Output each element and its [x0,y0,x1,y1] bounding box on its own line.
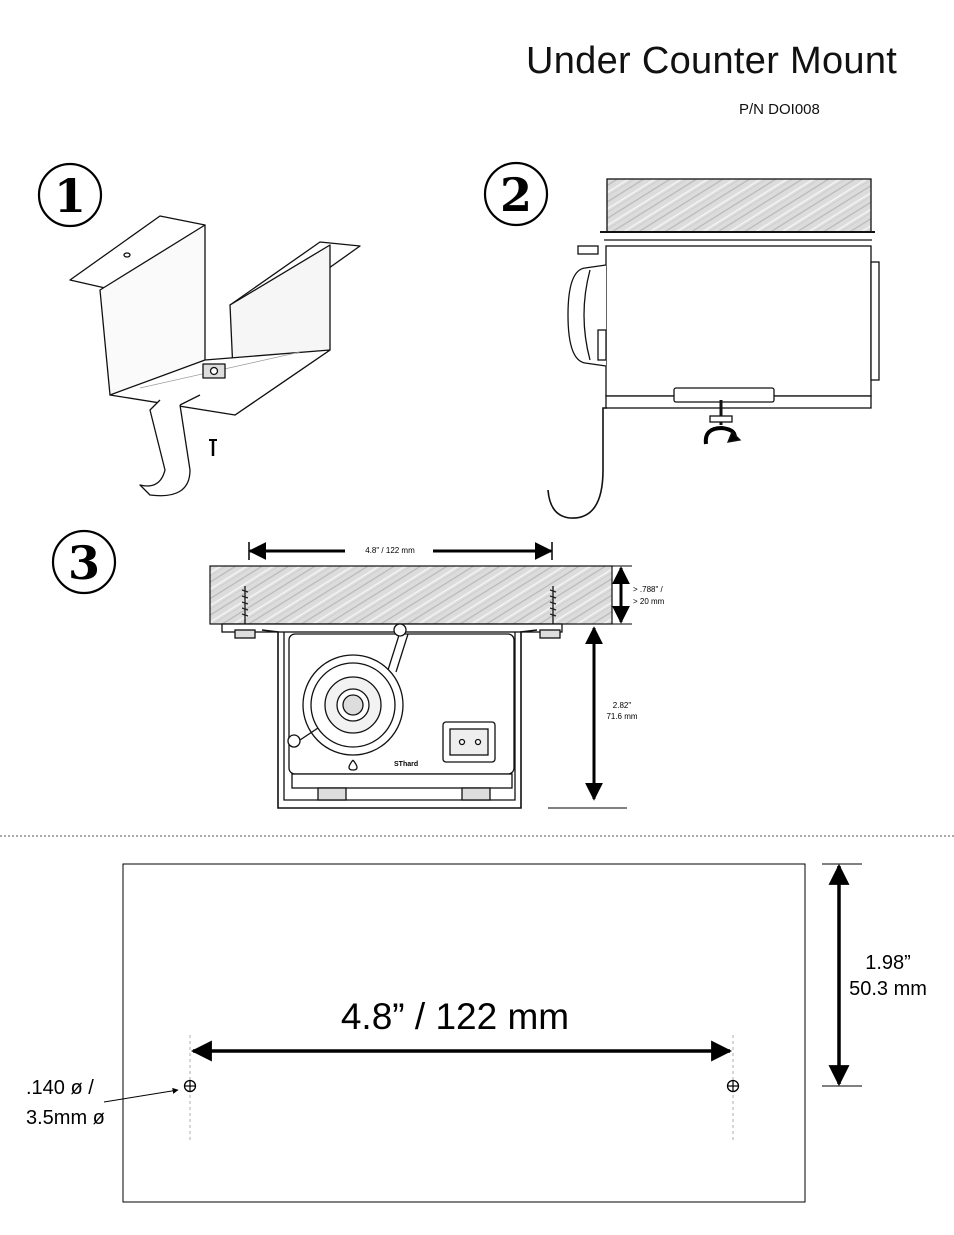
counter-section [209,565,613,625]
template-border [122,863,806,1203]
hole-size-line2: 3.5mm ø [26,1107,105,1129]
template-height-line2: 50.3 mm [849,978,927,1000]
step-3-thickness-line2: > 20 mm [633,597,665,606]
step-2-number: 2 [500,168,532,222]
step-1: 1 [37,162,361,497]
hole-leader-line [103,1087,179,1103]
step-2: 2 [483,161,880,519]
hole-size-line1: .140 ø / [26,1077,94,1099]
drill-hole-left [183,1079,197,1093]
step-2-circle [483,161,549,227]
drill-hole-right [726,1079,740,1093]
step-3: 3 4.8" / 122 mm > .788" / > 20 mm [51,529,665,809]
step-3-circle [51,529,117,595]
counter-top [606,178,872,233]
template-height-line1: 1.98” [865,952,911,974]
mount-bracket-drawing [69,215,361,497]
step-3-height-line2: 71.6 mm [606,712,637,721]
step-1-number: 1 [54,169,86,223]
step-3-brand-logo: SThard [394,761,418,768]
part-number: P/N DOI008 [739,101,820,118]
template-spacing-label: 4.8” / 122 mm [341,996,569,1037]
side-view-drawing [547,178,880,519]
drill-template: 4.8” / 122 mm .140 ø / 3.5mm ø 1.98” 50.… [26,863,927,1203]
step-3-number: 3 [68,536,100,590]
step-3-height-line1: 2.82" [613,701,632,710]
front-view-drawing [221,623,563,809]
page-title: Under Counter Mount [526,40,898,82]
step-3-width-label: 4.8" / 122 mm [365,546,415,555]
step-3-thickness-line1: > .788" / [633,585,664,594]
step-1-circle [37,162,103,228]
